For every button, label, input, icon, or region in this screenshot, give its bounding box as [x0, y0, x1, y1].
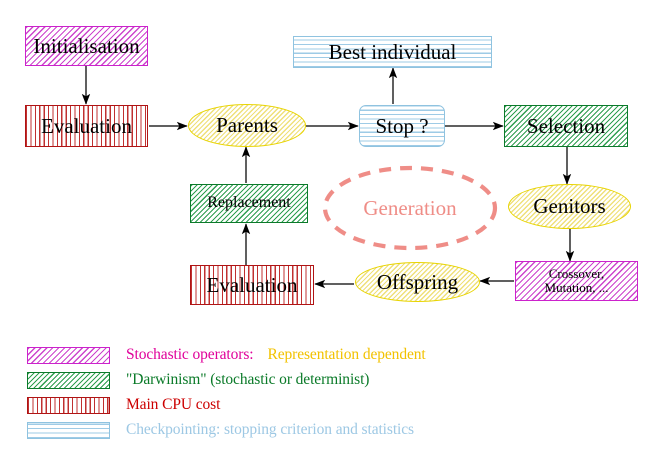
node-genitors[interactable]: Genitors [508, 184, 631, 229]
node-selection[interactable]: Selection [504, 105, 628, 147]
node-selection-label: Selection [526, 113, 606, 138]
node-generation-label: Generation [363, 195, 457, 220]
node-stop[interactable]: Stop ? [359, 105, 445, 147]
node-parents[interactable]: Parents [188, 104, 306, 147]
legend-label-stochastic-operators: Stochastic operators: [126, 346, 254, 363]
legend-row: Checkpointing: stopping criterion and st… [0, 419, 620, 441]
legend-label-representation-dependent: Representation dependent [267, 346, 426, 363]
node-best-individual[interactable]: Best individual [293, 36, 492, 68]
legend-swatch-main-cpu-cost [27, 396, 110, 414]
legend-label-main-cpu-cost: Main CPU cost [126, 396, 221, 413]
legend-swatch-stochastic-operators [27, 346, 110, 364]
node-evaluation-top[interactable]: Evaluation [25, 105, 148, 147]
legend-label-darwinism: "Darwinism" (stochastic or determinist) [126, 371, 370, 388]
node-offspring[interactable]: Offspring [355, 262, 480, 302]
node-evaluation-bottom[interactable]: Evaluation [190, 265, 314, 305]
node-initialisation[interactable]: Initialisation [25, 26, 148, 66]
legend-swatch-darwinism [27, 371, 110, 389]
generation-dashed-ellipse [322, 165, 498, 251]
node-generation: Generation [325, 188, 495, 228]
node-evaluation-bottom-label: Evaluation [206, 272, 298, 297]
node-genitors-label: Genitors [533, 194, 606, 219]
node-offspring-label: Offspring [376, 269, 459, 294]
node-parents-label: Parents [216, 113, 278, 138]
node-stop-label: Stop ? [375, 113, 429, 138]
node-replacement[interactable]: Replacement [190, 184, 308, 223]
legend-row: "Darwinism" (stochastic or determinist) [0, 369, 620, 391]
legend-row: Stochastic operators: Representation dep… [0, 344, 620, 366]
node-replacement-label: Replacement [207, 194, 291, 212]
node-crossover-line-1: Crossover, [548, 266, 605, 282]
legend-label-checkpointing: Checkpointing: stopping criterion and st… [126, 421, 414, 438]
node-crossover-mutation[interactable]: Crossover, Mutation, ... [515, 261, 638, 301]
legend: Stochastic operators: Representation dep… [0, 338, 662, 458]
node-evaluation-top-label: Evaluation [41, 113, 132, 138]
legend-row: Main CPU cost [0, 394, 620, 416]
node-crossover-line-2: Mutation, ... [544, 280, 609, 295]
node-initialisation-label: Initialisation [33, 33, 140, 58]
legend-swatch-checkpointing [27, 421, 110, 439]
node-best-individual-label: Best individual [328, 39, 457, 64]
